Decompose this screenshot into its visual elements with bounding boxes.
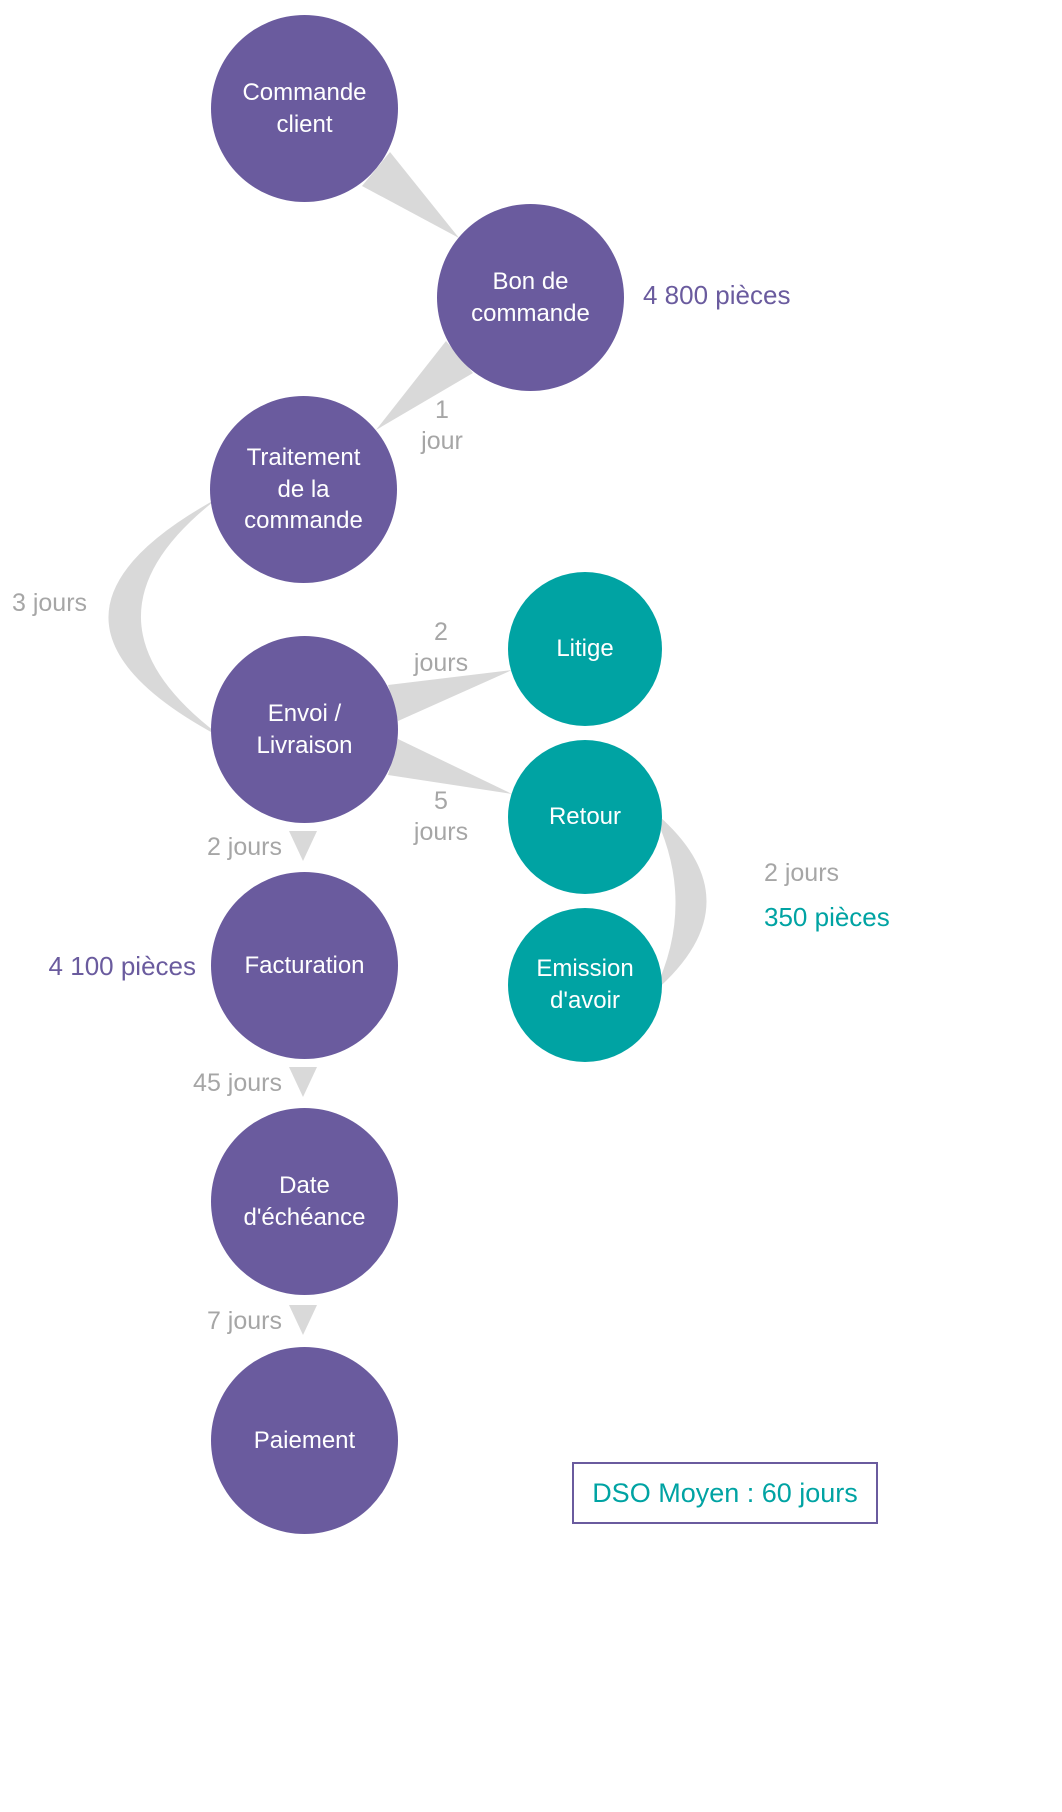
metric-4100-pieces: 4 100 pièces bbox=[48, 951, 196, 981]
delay-5-jours-retour: 5 jours bbox=[413, 787, 469, 847]
node-traitement-commande: Traitement de la commande bbox=[210, 396, 397, 583]
node-retour-label: Retour bbox=[548, 803, 622, 831]
node-paiement-label: Paiement bbox=[253, 1426, 356, 1454]
node-envoi-livraison: Envoi / Livraison bbox=[211, 636, 398, 823]
metric-4800-pieces: 4 800 pièces bbox=[643, 280, 791, 310]
connector-envoi-to-litige bbox=[388, 670, 512, 721]
connector-retour-to-emission-arc bbox=[652, 810, 707, 992]
connector-commande-to-bon bbox=[362, 152, 459, 238]
node-facturation: Facturation bbox=[211, 872, 398, 1059]
node-emission-avoir-label: Emission d'avoir bbox=[536, 955, 634, 1014]
node-facturation-label: Facturation bbox=[244, 951, 365, 979]
node-commande-client: Commande client bbox=[211, 15, 398, 202]
node-emission-avoir: Emission d'avoir bbox=[508, 908, 662, 1062]
node-bon-de-commande: Bon de commande bbox=[437, 204, 624, 391]
node-litige: Litige bbox=[508, 572, 662, 726]
metric-350-pieces: 350 pièces bbox=[764, 902, 890, 932]
dso-summary-label: DSO Moyen : 60 jours bbox=[592, 1477, 858, 1508]
delay-7-jours: 7 jours bbox=[206, 1307, 282, 1335]
delay-3-jours: 3 jours bbox=[12, 589, 88, 617]
delay-45-jours: 45 jours bbox=[193, 1069, 282, 1097]
arrow-date-to-paiement bbox=[289, 1305, 317, 1335]
node-paiement: Paiement bbox=[211, 1347, 398, 1534]
node-envoi-livraison-label: Envoi / Livraison bbox=[256, 699, 353, 759]
arrow-facturation-to-date bbox=[289, 1067, 317, 1097]
delay-2-jours-avoir: 2 jours bbox=[764, 859, 840, 887]
dso-summary-box: DSO Moyen : 60 jours bbox=[572, 1462, 878, 1524]
node-date-echeance: Date d'échéance bbox=[211, 1108, 398, 1295]
delay-2-jours-litige: 2 jours bbox=[413, 618, 469, 678]
node-commande-client-label: Commande client bbox=[242, 78, 367, 138]
delay-1-jour: 1 jour bbox=[421, 396, 463, 456]
node-date-echeance-label: Date d'échéance bbox=[243, 1171, 366, 1231]
connector-envoi-to-retour bbox=[388, 739, 512, 794]
arrow-envoi-to-facturation bbox=[289, 831, 317, 861]
connector-traitement-to-envoi-arc bbox=[108, 498, 226, 740]
delay-2-jours-facturation: 2 jours bbox=[206, 833, 282, 861]
node-litige-label: Litige bbox=[556, 635, 614, 663]
connector-bon-to-traitement bbox=[376, 341, 473, 430]
node-bon-de-commande-label: Bon de commande bbox=[471, 267, 590, 327]
node-retour: Retour bbox=[508, 740, 662, 894]
node-traitement-commande-label: Traitement de la commande bbox=[244, 443, 363, 535]
